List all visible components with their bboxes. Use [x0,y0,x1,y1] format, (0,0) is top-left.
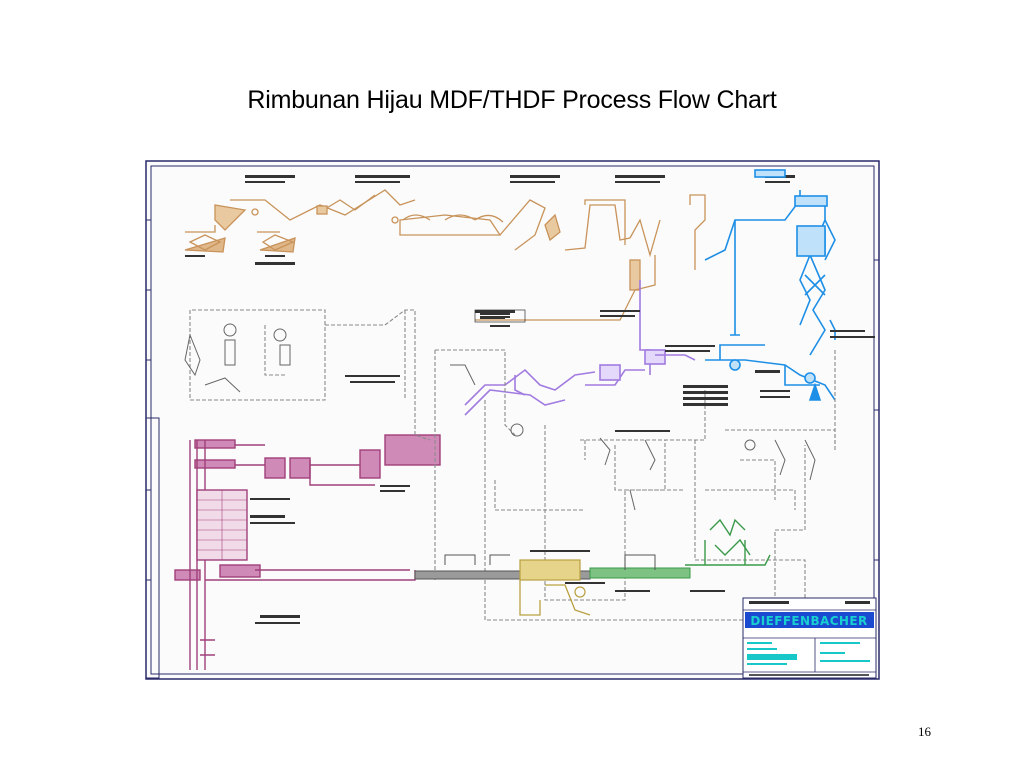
duct-network [189,309,836,621]
forming-section [174,434,441,670]
chip-preparation-section [184,189,706,321]
equipment-symbols [184,323,816,511]
slide-title: Rimbunan Hijau MDF/THDF Process Flow Cha… [247,86,777,114]
page-number: 16 [918,724,931,739]
equipment-labels [250,309,875,624]
cooling-section [685,518,771,566]
title-block [742,597,877,679]
process-flow-drawing: DIEFFENBACHER [145,160,880,680]
dieffenbacher-logo: DIEFFENBACHER [750,614,867,628]
drying-section [704,169,836,401]
press-line [414,554,691,616]
resin-section [464,280,696,416]
